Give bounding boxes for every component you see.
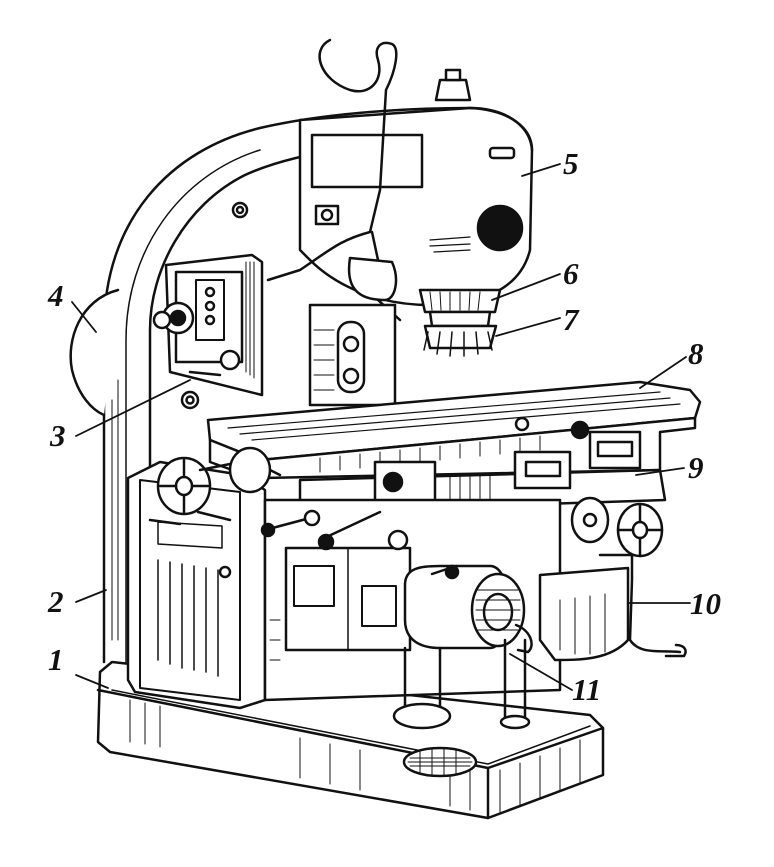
cross-feed-bracket xyxy=(538,496,687,662)
spindle-head: ЗЭС xyxy=(298,68,534,314)
callout-10: 10 xyxy=(690,586,721,621)
callout-8: 8 xyxy=(688,336,704,371)
face-milling-cutter xyxy=(423,310,498,357)
callout-leaders xyxy=(71,163,691,691)
feed-gearbox xyxy=(126,460,267,710)
rear-motor-cover xyxy=(69,288,120,417)
knee xyxy=(260,498,562,702)
feed-motor xyxy=(403,564,533,654)
callout-1: 1 xyxy=(48,642,64,677)
work-lamp xyxy=(266,38,402,322)
control-panel xyxy=(152,253,264,397)
callout-7: 7 xyxy=(563,302,580,337)
callout-4: 4 xyxy=(47,278,64,313)
feed-handwheel xyxy=(148,446,282,526)
work-table xyxy=(206,380,702,482)
leader-1 xyxy=(75,674,109,689)
callout-9: 9 xyxy=(688,450,704,485)
callout-2: 2 xyxy=(47,584,64,619)
callout-6: 6 xyxy=(563,256,579,291)
leader-8 xyxy=(639,356,687,389)
leader-7 xyxy=(495,317,561,337)
leader-5 xyxy=(521,163,561,177)
callout-5: 5 xyxy=(563,146,579,181)
callout-labels: 1 2 3 4 5 6 7 8 9 10 11 xyxy=(47,146,721,707)
motor-badge: ЗЭС xyxy=(488,223,512,236)
leader-11 xyxy=(509,653,573,691)
callout-11: 11 xyxy=(572,672,601,707)
leader-6 xyxy=(491,273,561,301)
callout-3: 3 xyxy=(49,418,66,453)
overarm-slide xyxy=(308,303,397,407)
leader-9 xyxy=(635,467,685,476)
leader-2 xyxy=(75,589,107,603)
elevating-screw xyxy=(392,638,531,730)
leader-4 xyxy=(71,301,97,333)
leader-3 xyxy=(75,379,191,437)
